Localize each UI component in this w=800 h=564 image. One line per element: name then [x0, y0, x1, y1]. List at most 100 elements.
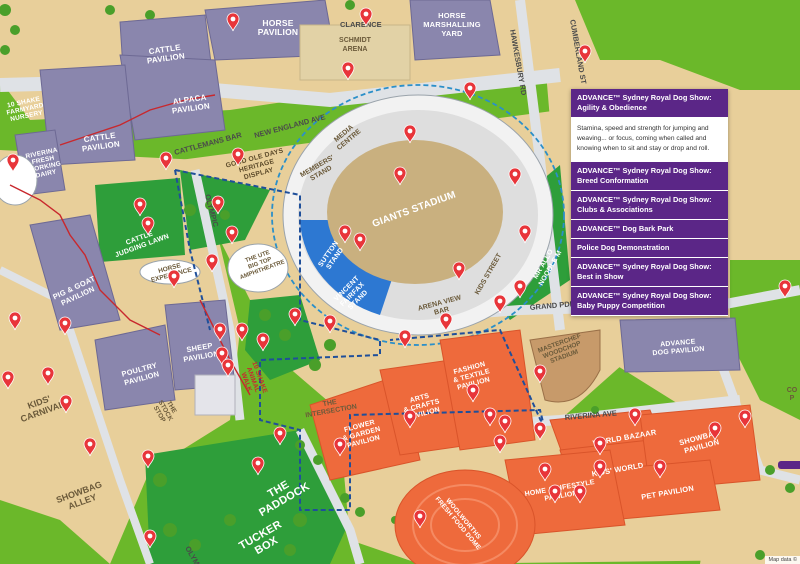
location-pins[interactable]	[1, 7, 792, 549]
map-pin-icon[interactable]	[593, 459, 607, 479]
map-pin-icon[interactable]	[513, 279, 527, 299]
map-pin-icon[interactable]	[359, 7, 373, 27]
map-pin-icon[interactable]	[452, 261, 466, 281]
lawn-east	[730, 260, 800, 355]
map-pin-icon[interactable]	[341, 61, 355, 81]
map-pin-icon[interactable]	[493, 434, 507, 454]
map-pin-icon[interactable]	[653, 459, 667, 479]
map-pin-icon[interactable]	[213, 322, 227, 342]
map-pin-icon[interactable]	[1, 370, 15, 390]
road-olympic	[190, 169, 245, 421]
map-pin-icon[interactable]	[6, 153, 20, 173]
map-pin-icon[interactable]	[403, 409, 417, 429]
svg-text:COP: COP	[787, 387, 798, 402]
event-item[interactable]: ADVANCE™ Dog Bark Park	[571, 220, 728, 239]
road-hawkesbury-rd	[515, 0, 565, 331]
map-pin-icon[interactable]	[493, 294, 507, 314]
map-pin-icon[interactable]	[508, 167, 522, 187]
map-pin-icon[interactable]	[141, 449, 155, 469]
map-pin-icon[interactable]	[778, 279, 792, 299]
map-pin-icon[interactable]	[498, 414, 512, 434]
svg-text:GRAND PDE: GRAND PDE	[529, 299, 575, 312]
advance-dog-pavilion	[619, 317, 741, 373]
accessible-route-2	[174, 169, 211, 331]
map-pin-icon[interactable]	[8, 311, 22, 331]
events-panel: ADVANCE™ Sydney Royal Dog Show: Agility …	[571, 89, 728, 316]
lawn-northeast	[575, 0, 800, 90]
map-pin-icon[interactable]	[143, 529, 157, 549]
map-pin-icon[interactable]	[231, 147, 245, 167]
event-item[interactable]: ADVANCE™ Sydney Royal Dog Show: Breed Co…	[571, 162, 728, 191]
map-pin-icon[interactable]	[273, 426, 287, 446]
map-pin-icon[interactable]	[708, 421, 722, 441]
lawn-southwest	[0, 500, 110, 564]
big-top-amphitheatre	[227, 243, 289, 293]
map-pin-icon[interactable]	[41, 366, 55, 386]
event-item[interactable]: Police Dog Demonstration	[571, 239, 728, 258]
animal-walk-arrows	[9, 94, 251, 396]
giants-stadium	[271, 84, 565, 346]
map-pin-icon[interactable]	[141, 216, 155, 236]
map-attribution: Map data ©	[765, 556, 800, 564]
map-pin-icon[interactable]	[59, 394, 73, 414]
map-pin-icon[interactable]	[353, 232, 367, 252]
map-pin-icon[interactable]	[413, 509, 427, 529]
event-item[interactable]: ADVANCE™ Sydney Royal Dog Show: Clubs & …	[571, 191, 728, 220]
poultry-pavilion	[94, 324, 176, 411]
woolworths-fresh-food-dome	[394, 469, 536, 564]
map-pin-icon[interactable]	[393, 166, 407, 186]
map-pin-icon[interactable]	[463, 81, 477, 101]
map-pin-icon[interactable]	[205, 253, 219, 273]
map-pin-icon[interactable]	[58, 316, 72, 336]
map-pin-icon[interactable]	[403, 124, 417, 144]
map-pin-icon[interactable]	[398, 329, 412, 349]
stock-stop	[194, 374, 236, 416]
map-pin-icon[interactable]	[578, 44, 592, 64]
map-pin-icon[interactable]	[483, 407, 497, 427]
map-pin-icon[interactable]	[628, 407, 642, 427]
map-pin-icon[interactable]	[338, 224, 352, 244]
map-pin-icon[interactable]	[538, 462, 552, 482]
svg-text:CLARENCE: CLARENCE	[340, 20, 382, 29]
map-pin-icon[interactable]	[83, 437, 97, 457]
map-pin-icon[interactable]	[518, 224, 532, 244]
lawn-paddock	[145, 430, 350, 564]
event-description: Stamina, speed and strength for jumping …	[571, 118, 728, 162]
map-pin-icon[interactable]	[133, 197, 147, 217]
map-pin-icon[interactable]	[221, 358, 235, 378]
road-west	[0, 266, 154, 564]
map-pin-icon[interactable]	[211, 195, 225, 215]
map-pin-icon[interactable]	[738, 409, 752, 429]
map-pin-icon[interactable]	[466, 383, 480, 403]
event-item-active[interactable]: ADVANCE™ Sydney Royal Dog Show: Agility …	[571, 89, 728, 118]
map-pin-icon[interactable]	[288, 307, 302, 327]
map-pin-icon[interactable]	[167, 269, 181, 289]
map-pin-icon[interactable]	[333, 437, 347, 457]
map-pin-icon[interactable]	[323, 314, 337, 334]
map-pin-icon[interactable]	[439, 312, 453, 332]
map-pin-icon[interactable]	[226, 12, 240, 32]
dome-ring-1	[412, 484, 518, 564]
map-pin-icon[interactable]	[593, 436, 607, 456]
side-tab[interactable]	[778, 461, 800, 469]
event-item[interactable]: ADVANCE™ Sydney Royal Dog Show: Baby Pup…	[571, 287, 728, 316]
map-pin-icon[interactable]	[251, 456, 265, 476]
map-pin-icon[interactable]	[256, 332, 270, 352]
map-pin-icon[interactable]	[533, 364, 547, 384]
map-pin-icon[interactable]	[533, 421, 547, 441]
map-pin-icon[interactable]	[225, 225, 239, 245]
masterchef-woodchop-stadium	[529, 329, 601, 403]
pig-goat-pavilion	[29, 214, 121, 331]
schmidt-arena	[299, 24, 411, 81]
road-east	[715, 358, 800, 485]
map-pin-icon[interactable]	[548, 484, 562, 504]
map-pin-icon[interactable]	[235, 322, 249, 342]
event-item[interactable]: ADVANCE™ Sydney Royal Dog Show: Best in …	[571, 258, 728, 287]
dome-ring-2	[430, 498, 500, 552]
svg-text:ADVANCEDOG PAVILION: ADVANCEDOG PAVILION	[652, 338, 705, 358]
map-pin-icon[interactable]	[159, 151, 173, 171]
map-pin-icon[interactable]	[215, 346, 229, 366]
map-pin-icon[interactable]	[573, 484, 587, 504]
